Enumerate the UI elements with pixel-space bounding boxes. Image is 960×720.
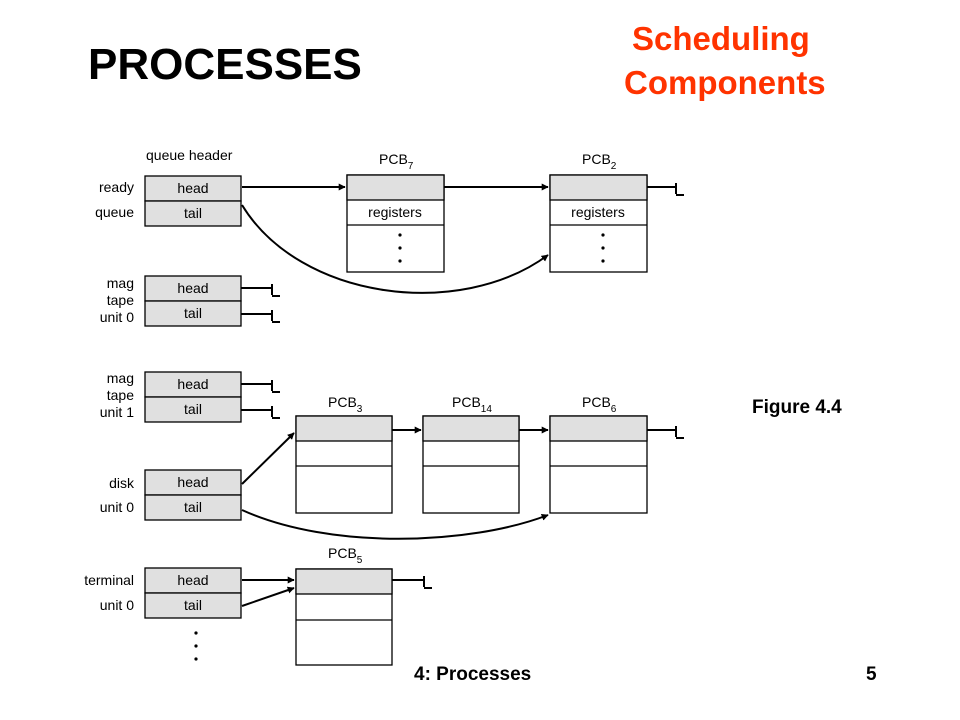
- queue-label-line: mag: [107, 275, 134, 291]
- tail-label: tail: [184, 499, 202, 515]
- tail-label: tail: [184, 597, 202, 613]
- head-field: [144, 275, 242, 302]
- registers-label: registers: [368, 204, 422, 220]
- pcb-label: PCB6: [582, 394, 617, 415]
- subtitle-line-2: Components: [624, 64, 826, 101]
- arrow-head-to-pcb3: [241, 432, 295, 485]
- arrow-tail-to-pcb2: [241, 204, 549, 294]
- tail-field: [144, 396, 242, 423]
- footer-text: 4: Processes: [414, 664, 532, 685]
- queue-label-line: unit 1: [100, 404, 134, 420]
- tail-field: [144, 200, 242, 227]
- arrow-tail-to-pcb5: [241, 586, 295, 607]
- page-number: 5: [866, 664, 877, 685]
- subtitle-line-1: Scheduling: [632, 20, 810, 57]
- queue-header-label: queue header: [146, 147, 233, 163]
- head-label: head: [177, 376, 208, 392]
- queue-label-line: unit 0: [100, 597, 134, 613]
- tail-label: tail: [184, 305, 202, 321]
- pcb-5: PCB5: [295, 545, 393, 666]
- tail-label: tail: [184, 205, 202, 221]
- queue-label-line: ready: [99, 179, 134, 195]
- head-label: head: [177, 572, 208, 588]
- head-label: head: [177, 474, 208, 490]
- head-field: [144, 567, 242, 594]
- tail-field: [144, 494, 242, 521]
- queue-label-line: tape: [107, 292, 134, 308]
- head-field: [144, 175, 242, 202]
- figure-label: Figure 4.4: [752, 397, 842, 418]
- disk-unit-0-queue: disk unit 0 head tail: [100, 469, 242, 521]
- head-field: [144, 469, 242, 496]
- ground-icon: [423, 576, 432, 589]
- ground-icon: [675, 426, 684, 439]
- queue-label-line: disk: [109, 475, 135, 491]
- pcb-label: PCB5: [328, 545, 363, 566]
- ready-queue: ready queue head tail: [95, 175, 242, 227]
- slide-title: PROCESSES: [88, 40, 362, 89]
- mag-tape-unit-1-queue: mag tape unit 1 head tail: [100, 370, 280, 423]
- pcb-label: PCB14: [452, 394, 492, 415]
- pcb-6: PCB6: [549, 394, 648, 514]
- registers-label: registers: [571, 204, 625, 220]
- pcb-7: PCB7 registers: [346, 151, 445, 273]
- head-label: head: [177, 180, 208, 196]
- mag-tape-unit-0-queue: mag tape unit 0 head tail: [100, 275, 280, 327]
- pcb-14: PCB14: [422, 394, 520, 514]
- head-label: head: [177, 280, 208, 296]
- queue-label-line: unit 0: [100, 309, 134, 325]
- pcb-label: PCB3: [328, 394, 363, 415]
- queue-label-line: tape: [107, 387, 134, 403]
- pcb-label: PCB7: [379, 151, 414, 172]
- tail-field: [144, 592, 242, 619]
- pcb-3: PCB3: [295, 394, 393, 514]
- arrow-tail-to-pcb6: [241, 509, 549, 540]
- terminal-unit-0-queue: terminal unit 0 head tail: [84, 567, 242, 661]
- ground-icon: [675, 183, 684, 196]
- queue-label-line: unit 0: [100, 499, 134, 515]
- queue-label-line: terminal: [84, 572, 134, 588]
- queue-label-line: mag: [107, 370, 134, 386]
- pcb-label: PCB2: [582, 151, 617, 172]
- tail-label: tail: [184, 401, 202, 417]
- pcb-2: PCB2 registers: [549, 151, 648, 273]
- queue-label-line: queue: [95, 204, 134, 220]
